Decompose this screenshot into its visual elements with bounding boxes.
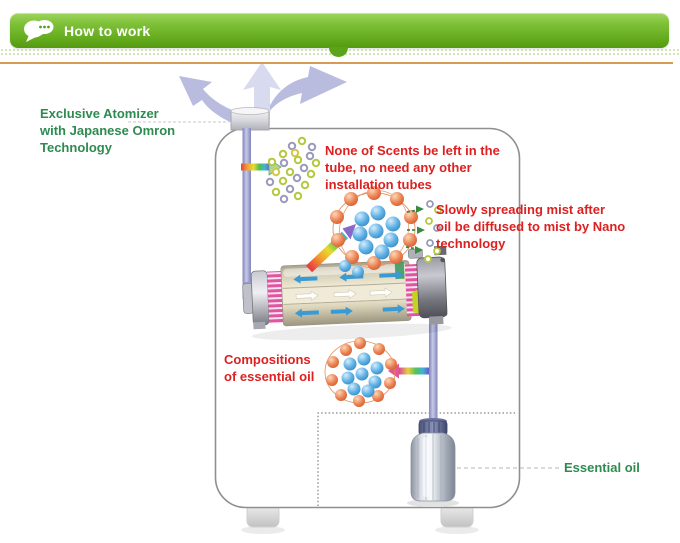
banner-notch <box>329 47 348 57</box>
compartment-dotted-outline <box>317 412 517 506</box>
pointer-lines <box>128 121 560 469</box>
flow-arrow-white-icon <box>295 290 319 301</box>
rainbow-arrow-out-icon <box>241 163 269 171</box>
label-essential-oil: Essential oil <box>564 460 640 475</box>
label-spreading-mist: Slowly spreading mist after oil be diffu… <box>436 202 626 251</box>
orange-divider <box>0 62 673 64</box>
flow-arrow-left-icon <box>294 308 319 318</box>
mist-particles <box>265 136 321 204</box>
flow-arrow-left-icon <box>293 274 318 284</box>
header-banner: How to work <box>10 13 669 48</box>
flow-arrow-white-icon <box>369 287 393 298</box>
mist-arrows <box>179 62 347 128</box>
label-exclusive-atomizer: Exclusive Atomizer with Japanese Omron T… <box>40 106 176 155</box>
atomizer-nozzle <box>230 107 270 131</box>
diffused-mist-arrows <box>405 200 442 263</box>
chat-bubble-icon <box>24 19 54 42</box>
rainbow-arrow-in-icon <box>399 367 429 375</box>
label-compositions: Compositions of essential oil <box>224 352 315 384</box>
flow-arrow-right-icon <box>379 270 404 280</box>
oil-bottle <box>407 418 459 507</box>
flow-arrow-right-icon <box>382 304 405 314</box>
molecule-cluster-bottom <box>324 337 397 407</box>
flow-arrow-white-icon <box>333 289 357 300</box>
flow-arrow-right-icon <box>330 306 353 316</box>
page-title: How to work <box>64 22 151 39</box>
label-no-scents-left: None of Scents be left in the tube, no n… <box>325 143 500 192</box>
molecule-cluster-top <box>330 186 418 278</box>
